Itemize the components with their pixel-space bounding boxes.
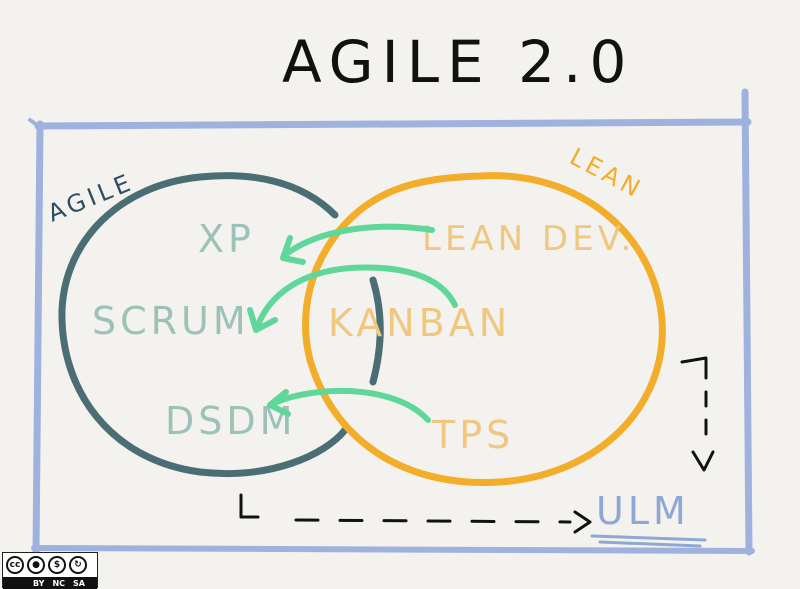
arrow-tps-to-dsdm: [269, 387, 431, 423]
arrow-lean-dev-to-xp: [282, 223, 435, 258]
nc-icon: $: [48, 556, 66, 574]
agile-circle: [58, 172, 349, 477]
influence-arrows: [247, 223, 458, 423]
dashed-arrow-head-right: [573, 510, 592, 534]
arrow-lean-dev-to-xp-head: [280, 235, 306, 265]
nc-label: NC: [52, 578, 66, 588]
by-label: BY: [33, 578, 45, 588]
method-tps: TPS: [431, 413, 514, 457]
sa-icon: ↻: [69, 556, 87, 574]
agile-circle-inner-stroke: [369, 276, 384, 386]
result-ulm: ULM: [596, 489, 690, 533]
method-xp: XP: [198, 217, 255, 261]
arrow-kanban-to-scrum-head: [247, 307, 278, 333]
arrow-kanban-to-scrum: [255, 264, 458, 328]
cc-icon: cc: [6, 556, 24, 574]
method-lean-dev: LEAN DEV.: [422, 219, 635, 259]
agile-label: AGILE: [44, 168, 138, 228]
lean-circle: [302, 172, 666, 487]
outer-frame: [28, 88, 755, 556]
arrow-tps-to-dsdm-head: [267, 389, 291, 417]
method-scrum: SCRUM: [92, 299, 250, 343]
diagram-title: AGILE 2.0: [282, 28, 634, 96]
sa-label: SA: [73, 578, 85, 588]
dashed-connector: [239, 356, 715, 534]
ulm-underline: [590, 534, 707, 548]
dashed-arrow-head-down: [691, 450, 715, 472]
cc-license-badge[interactable]: cc ● $ ↻ BY NC SA: [2, 552, 98, 589]
by-icon: ●: [27, 556, 45, 574]
method-kanban: KANBAN: [328, 301, 511, 345]
